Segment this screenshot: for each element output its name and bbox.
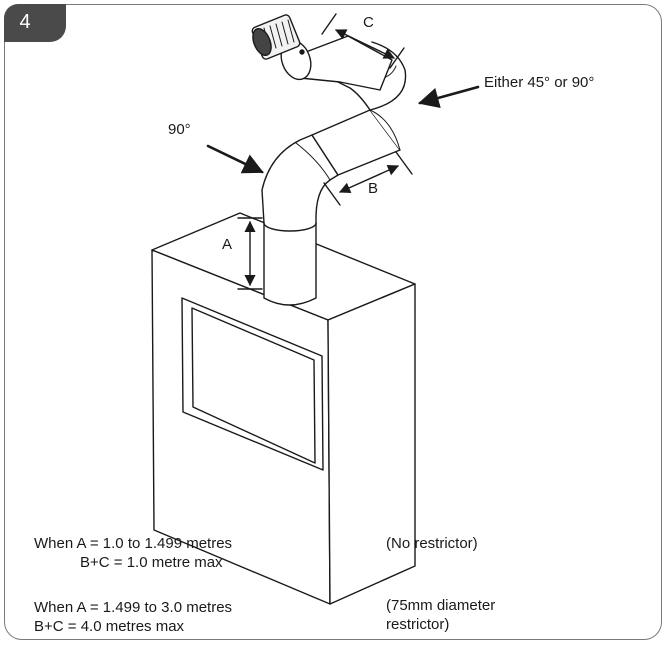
note-1-line-1: When A = 1.0 to 1.499 metres — [34, 535, 233, 552]
appliance-window-inner — [191, 307, 316, 464]
note-2-restrictor: (75mm diameter restrictor) — [386, 597, 496, 633]
appliance-window — [181, 297, 324, 471]
note-1-line-2: B+C = 1.0 metre max — [80, 554, 223, 571]
label-angle-upper: Either 45° or 90° — [484, 74, 595, 91]
label-b: B — [368, 180, 379, 197]
dimension-c — [321, 13, 405, 69]
figure-number-badge: 4 — [4, 4, 66, 42]
dimension-a — [237, 217, 263, 290]
note-1-restrictor: (No restrictor) — [386, 535, 478, 552]
appliance-box — [151, 212, 416, 605]
figure-frame — [4, 4, 662, 640]
label-angle-lower: 90° — [168, 121, 191, 138]
dimension-b — [323, 151, 413, 206]
label-a: A — [222, 236, 233, 253]
label-c: C — [363, 14, 374, 31]
note-2-line-1: When A = 1.499 to 3.0 metres — [34, 599, 233, 616]
upper-bend-arrow — [417, 85, 480, 109]
lower-bend-arrow — [206, 144, 264, 174]
flue-pipe — [251, 14, 407, 306]
figure-number: 4 — [19, 10, 31, 33]
note-2-line-2: B+C = 4.0 metres max — [34, 618, 185, 635]
